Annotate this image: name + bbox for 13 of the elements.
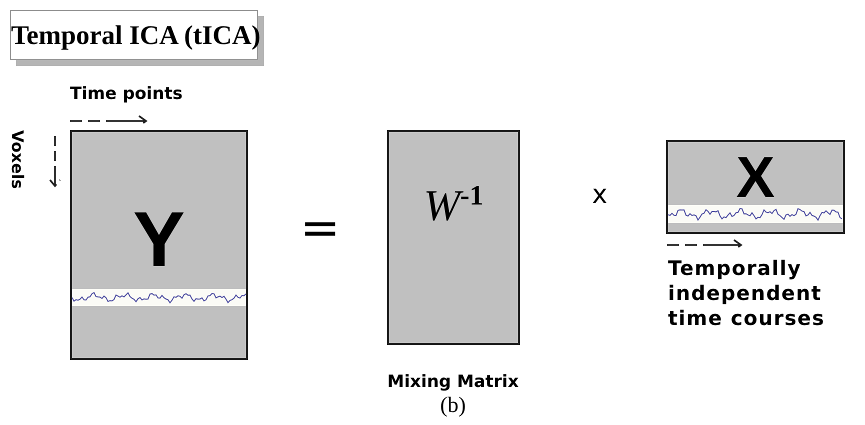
axis-label: Voxels bbox=[8, 130, 27, 189]
multiply-sign: x bbox=[592, 180, 608, 210]
matrix-symbol: X bbox=[735, 144, 776, 211]
matrix-symbol: Y bbox=[132, 194, 186, 285]
matrix-caption: Temporally independent time courses bbox=[668, 256, 826, 331]
matrix-box bbox=[387, 130, 520, 345]
matrix-caption: Mixing Matrix bbox=[386, 372, 520, 392]
equals-sign: = bbox=[300, 200, 340, 256]
figure-caption: (b) bbox=[439, 392, 467, 418]
matrix-symbol: W$^{-1}$ bbox=[422, 180, 484, 231]
matrix-box bbox=[666, 140, 845, 234]
axis-label: Time points bbox=[70, 84, 183, 104]
matrix-box bbox=[70, 130, 248, 360]
